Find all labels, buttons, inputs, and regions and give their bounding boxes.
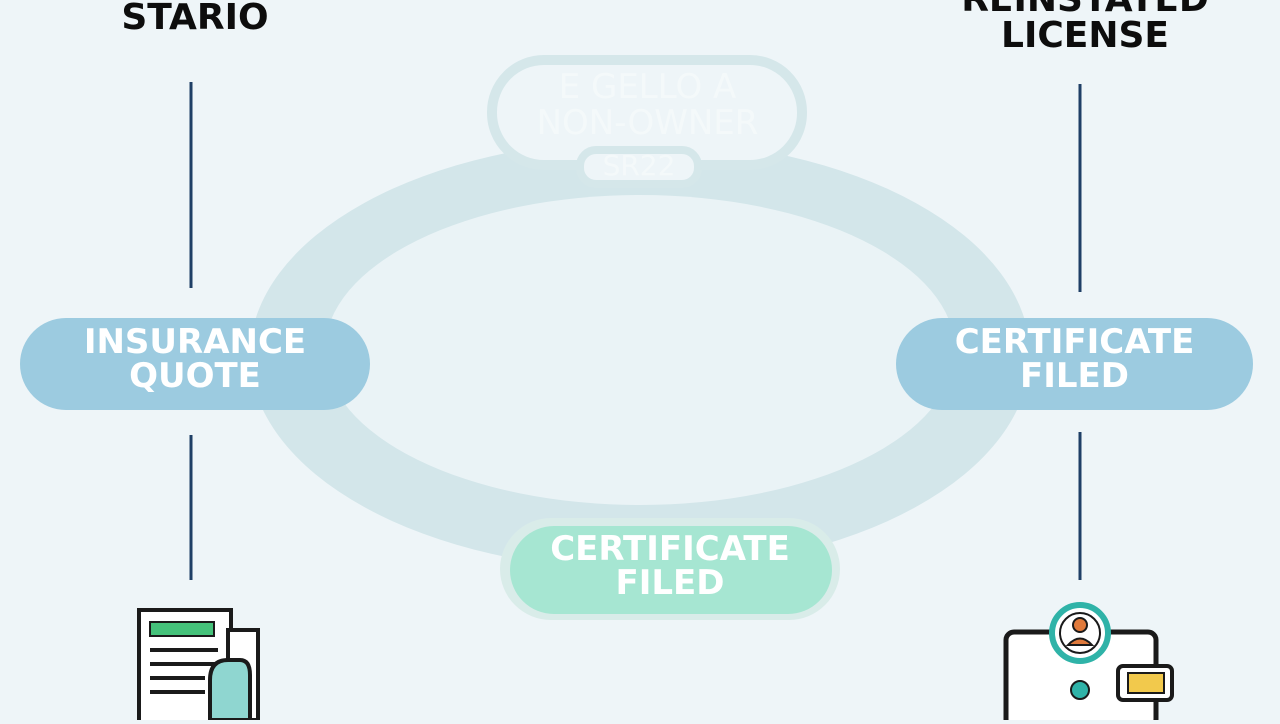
right-node — [896, 318, 1253, 410]
end-label-line-1: REINSTATED — [940, 0, 1230, 18]
end-label: REINSTATED LICENSE — [940, 0, 1230, 54]
cycle-ring — [250, 140, 1030, 570]
start-label: STARIO — [105, 0, 285, 36]
bottom-node-text: CERTIFICATE FILED — [505, 532, 835, 600]
top-node-line-1: E GELLO A — [558, 67, 737, 107]
bottom-node-line-1: CERTIFICATE — [550, 529, 790, 569]
top-node-line-2: NON-OWNER — [536, 102, 759, 143]
left-node-line-1: INSURANCE — [83, 322, 307, 362]
top-node-sub: SR22 — [580, 152, 698, 180]
left-node — [20, 318, 370, 410]
right-node-line-1: CERTIFICATE — [954, 322, 1195, 362]
top-node-text: E GELLO A NON-OWNER — [495, 67, 800, 143]
top-node — [487, 55, 807, 188]
right-node-text: CERTIFICATE FILED — [896, 325, 1253, 393]
id-card-user-icon — [1003, 602, 1174, 724]
start-label-text: STARIO — [121, 0, 269, 38]
top-node-sub-text: SR22 — [602, 149, 676, 182]
connector-lines — [189, 82, 1082, 580]
document-hand-icon — [137, 608, 260, 724]
end-label-line-2: LICENSE — [1001, 15, 1169, 56]
bottom-node — [500, 518, 840, 620]
bottom-node-line-2: FILED — [615, 563, 725, 603]
right-node-line-2: FILED — [1020, 356, 1129, 396]
left-node-line-2: QUOTE — [129, 356, 261, 396]
left-node-text: INSURANCE QUOTE — [20, 325, 370, 393]
